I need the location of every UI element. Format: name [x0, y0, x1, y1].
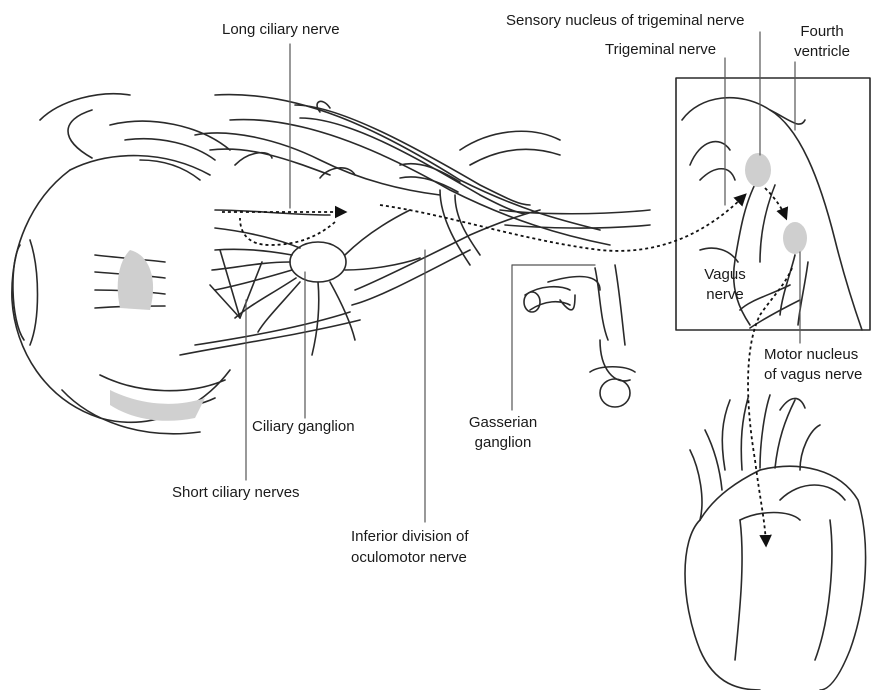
reflex-pathway	[222, 188, 792, 545]
label-trigeminal-nerve: Trigeminal nerve	[605, 40, 716, 59]
sensory-nucleus-shape	[745, 153, 771, 187]
gasserian-ganglion-drawing	[524, 265, 635, 407]
label-inferior-division-line2: oculomotor nerve	[351, 548, 467, 567]
label-short-ciliary-nerves: Short ciliary nerves	[172, 483, 300, 502]
label-motor-nucleus-line1: Motor nucleus	[764, 345, 858, 364]
efferent-arrow	[748, 268, 792, 545]
nerve-bundles	[195, 95, 650, 265]
label-sensory-nucleus: Sensory nucleus of trigeminal nerve	[506, 11, 744, 30]
afferent-arrow-2	[380, 195, 745, 251]
label-long-ciliary-nerve: Long ciliary nerve	[222, 20, 340, 39]
label-gasserian-ganglion-line2: ganglion	[460, 433, 546, 452]
label-inferior-division-line1: Inferior division of	[351, 527, 469, 546]
label-fourth-ventricle-line2: ventricle	[787, 42, 857, 61]
label-ciliary-ganglion: Ciliary ganglion	[252, 417, 355, 436]
label-vagus-nerve-line1: Vagus	[700, 265, 750, 284]
label-vagus-nerve-line2: nerve	[700, 285, 750, 304]
motor-nucleus-shape	[783, 222, 807, 254]
label-fourth-ventricle-line1: Fourth	[787, 22, 857, 41]
label-motor-nucleus-line2: of vagus nerve	[764, 365, 862, 384]
eyeball	[12, 94, 230, 434]
heart	[685, 395, 866, 690]
ciliary-ganglion-drawing	[180, 210, 420, 355]
label-gasserian-ganglion-line1: Gasserian	[460, 413, 546, 432]
